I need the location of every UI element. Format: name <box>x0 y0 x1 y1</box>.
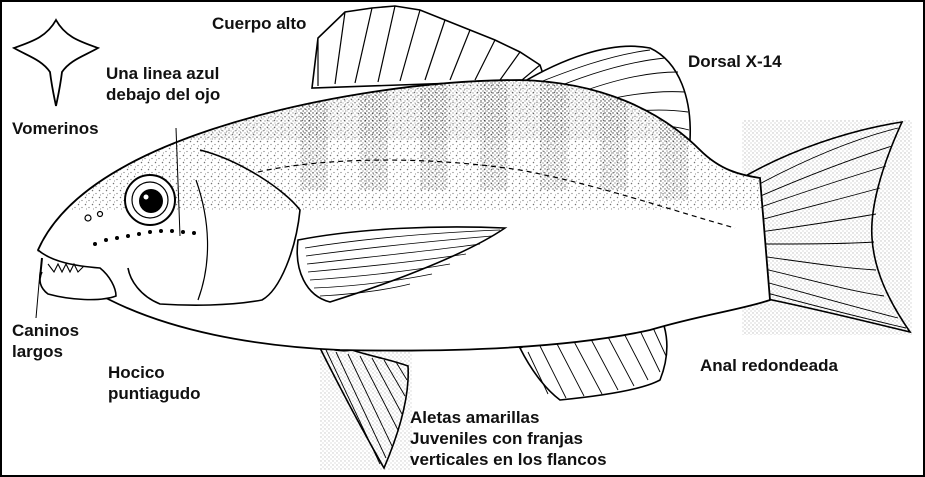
label-vomerinos: Vomerinos <box>12 118 99 139</box>
canine-pointer-line <box>36 272 40 318</box>
spiny-dorsal-fin <box>312 6 545 88</box>
label-anal: Anal redondeada <box>700 355 838 376</box>
caudal-fin <box>742 120 912 335</box>
label-hocico: Hocico puntiagudo <box>108 362 201 404</box>
label-cuerpo-alto: Cuerpo alto <box>212 13 306 34</box>
label-aletas: Aletas amarillas Juveniles con franjas v… <box>410 407 607 470</box>
label-caninos: Caninos largos <box>12 320 79 362</box>
pelvic-fin <box>318 342 412 470</box>
label-linea-azul: Una linea azul debajo del ojo <box>106 63 220 105</box>
eye <box>125 175 175 225</box>
label-dorsal: Dorsal X-14 <box>688 51 782 72</box>
vomerine-patch-icon <box>14 20 98 106</box>
